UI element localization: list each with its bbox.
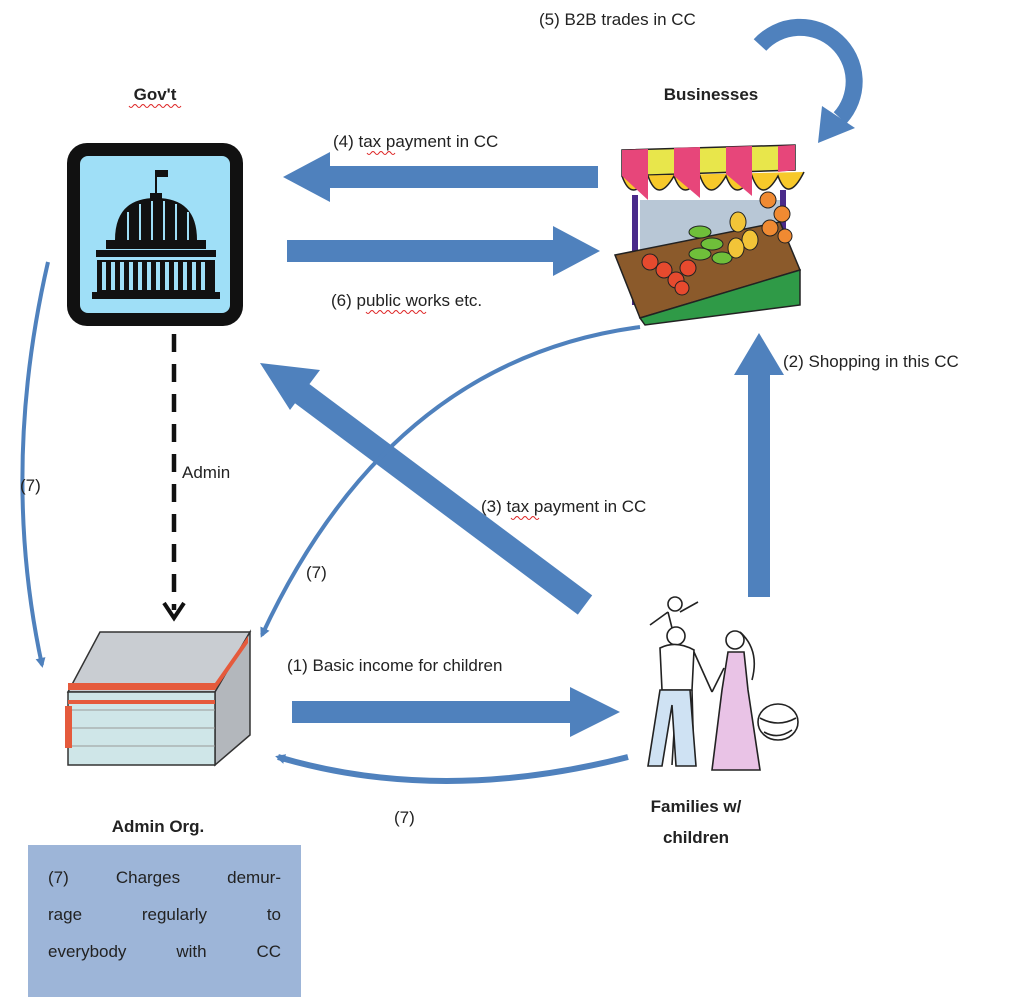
market-stall-icon xyxy=(613,144,805,326)
basic-income-arrow xyxy=(292,687,620,737)
family-icon xyxy=(647,596,799,771)
demurrage-note: (7) Charges demur- rage regularly to eve… xyxy=(28,845,301,997)
shopping-label: (2) Shopping in this CC xyxy=(783,352,959,371)
demurrage-families-arrow xyxy=(275,754,629,784)
business-tax-label: (4) tax payment in CC xyxy=(333,132,498,151)
government-icon xyxy=(67,143,243,326)
government-label: Gov't xyxy=(134,85,177,104)
families-label-line2: children xyxy=(663,828,729,847)
demurrage-note-line1: (7) Charges demur- xyxy=(48,868,281,887)
demurrage-note-line3: everybody with CC xyxy=(48,942,281,961)
shopping-arrow xyxy=(734,333,784,597)
ledger-stack-icon xyxy=(65,629,252,767)
basic-income-label: (1) Basic income for children xyxy=(287,656,502,675)
demurrage-gov-label: (7) xyxy=(20,476,41,495)
demurrage-business-arrow xyxy=(260,325,641,638)
demurrage-gov-arrow xyxy=(20,261,50,668)
families-label-line1: Families w/ xyxy=(651,797,742,816)
family-tax-label: (3) tax payment in CC xyxy=(481,497,646,516)
businesses-label: Businesses xyxy=(664,85,759,104)
demurrage-business-label: (7) xyxy=(306,563,327,582)
public-works-label: (6) public works etc. xyxy=(331,291,482,310)
business-tax-arrow xyxy=(283,152,598,202)
b2b-loop-arrow xyxy=(753,18,863,143)
admin-label: Admin xyxy=(182,463,230,482)
admin-org-label: Admin Org. xyxy=(112,817,205,836)
demurrage-families-label: (7) xyxy=(394,808,415,827)
family-tax-arrow xyxy=(260,363,593,615)
admin-dashed-arrow xyxy=(162,334,186,622)
demurrage-note-line2: rage regularly to xyxy=(48,905,281,924)
public-works-arrow xyxy=(287,226,600,276)
b2b-label: (5) B2B trades in CC xyxy=(539,10,696,29)
